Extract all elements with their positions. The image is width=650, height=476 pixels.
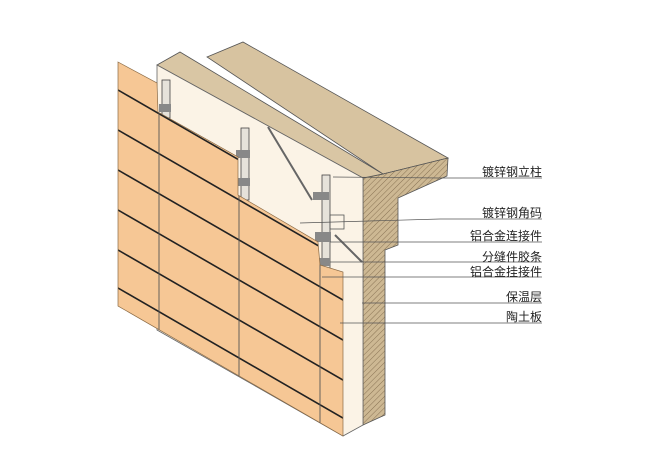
leader-line	[332, 176, 542, 179]
panel-joint-line	[118, 276, 343, 429]
label-aluminum-hanger: 铝合金挂接件	[469, 265, 542, 279]
leader-line	[299, 218, 542, 224]
steel-angle-brace	[334, 234, 363, 263]
panel-joint-line	[118, 118, 343, 271]
panel-joint-line	[118, 158, 343, 311]
label-insulation-layer: 保温层	[505, 290, 542, 304]
label-aluminum-connector: 铝合金连接件	[469, 229, 542, 243]
concrete-slab-front	[362, 157, 449, 426]
steel-angle-brace	[267, 126, 313, 201]
label-joint-rubber-strip: 分缝件胶条	[481, 250, 542, 264]
panel-joint-line	[118, 238, 343, 391]
panel-joint-line	[118, 198, 343, 351]
label-terracotta-panel: 陶土板	[505, 310, 542, 324]
label-galvanized-steel-post: 镀锌钢立柱	[481, 165, 542, 179]
label-galvanized-steel-angle: 镀锌钢角码	[481, 206, 542, 220]
